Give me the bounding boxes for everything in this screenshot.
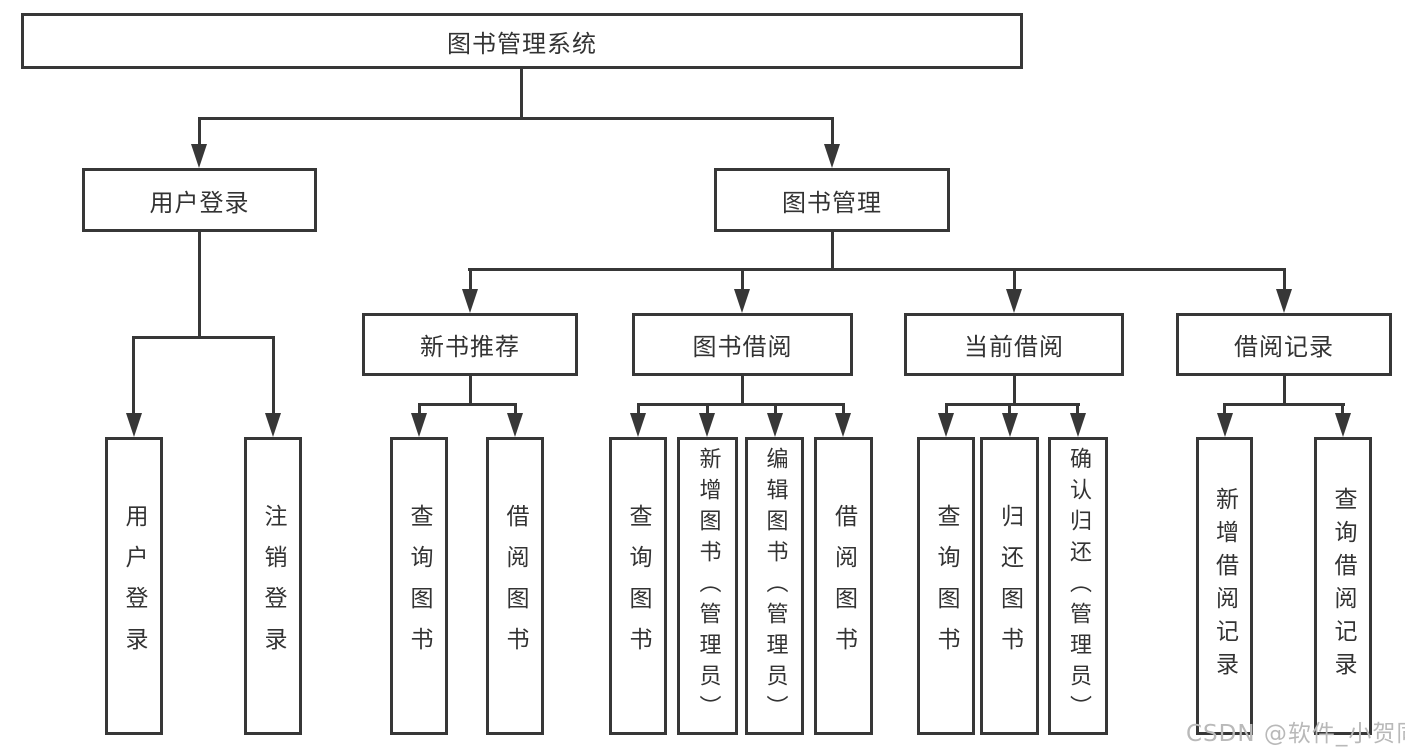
connector-line xyxy=(1283,376,1286,403)
connector-line xyxy=(945,403,1080,406)
connector-line xyxy=(418,403,517,406)
connector-line xyxy=(1013,268,1016,292)
connector-line xyxy=(945,403,948,415)
leaf-logout: 注销登录 xyxy=(244,437,302,735)
connector-line xyxy=(198,117,201,147)
leaf-confirm-return-admin: 确认归还（管理员） xyxy=(1048,437,1108,735)
leaf-edit-book-admin: 编辑图书（管理员） xyxy=(745,437,804,735)
connector-line xyxy=(1223,403,1226,415)
connector-line xyxy=(520,69,523,117)
connector-line xyxy=(1283,268,1286,292)
connector-line xyxy=(469,376,472,403)
leaf-borrow-book-borrowing: 借阅图书 xyxy=(814,437,873,735)
leaf-add-book-admin: 新增图书（管理员） xyxy=(677,437,738,735)
connector-line xyxy=(637,403,640,415)
watermark: CSDN @软件_小贺同学 xyxy=(1186,721,1405,747)
arrowhead-down xyxy=(191,144,207,168)
connector-line xyxy=(774,403,777,415)
arrowhead-down xyxy=(1276,289,1292,313)
arrowhead-down xyxy=(734,289,750,313)
arrowhead-down xyxy=(507,413,523,437)
arrowhead-down xyxy=(1335,413,1351,437)
connector-line xyxy=(272,336,275,416)
leaf-borrow-book-recommend: 借阅图书 xyxy=(486,437,544,735)
leaf-query-book-borrowing: 查询图书 xyxy=(609,437,667,735)
leaf-query-book-current: 查询图书 xyxy=(917,437,975,735)
arrowhead-down xyxy=(824,144,840,168)
connector-line xyxy=(741,268,744,292)
connector-line xyxy=(1076,403,1079,415)
arrowhead-down xyxy=(699,413,715,437)
connector-line xyxy=(469,268,472,292)
connector-line xyxy=(842,403,845,415)
connector-line xyxy=(514,403,517,415)
connector-line xyxy=(1013,376,1016,403)
arrowhead-down xyxy=(938,413,954,437)
leaf-query-borrow-record: 查询借阅记录 xyxy=(1314,437,1372,735)
arrowhead-down xyxy=(1002,413,1018,437)
node-borrowing-records: 借阅记录 xyxy=(1176,313,1392,376)
arrowhead-down xyxy=(126,413,142,437)
leaf-return-book: 归还图书 xyxy=(980,437,1039,735)
connector-line xyxy=(1224,403,1345,406)
node-library-system: 图书管理系统 xyxy=(21,13,1023,69)
arrowhead-down xyxy=(630,413,646,437)
arrowhead-down xyxy=(767,413,783,437)
connector-line xyxy=(706,403,709,415)
arrowhead-down xyxy=(462,289,478,313)
arrowhead-down xyxy=(835,413,851,437)
leaf-user-login: 用户登录 xyxy=(105,437,163,735)
node-book-management: 图书管理 xyxy=(714,168,950,232)
connector-line xyxy=(831,232,834,268)
connector-line xyxy=(198,232,201,336)
connector-line xyxy=(468,268,1286,271)
arrowhead-down xyxy=(265,413,281,437)
connector-line xyxy=(637,403,845,406)
arrowhead-down xyxy=(1006,289,1022,313)
connector-line xyxy=(1008,403,1011,415)
connector-line xyxy=(741,376,744,403)
leaf-add-borrow-record: 新增借阅记录 xyxy=(1196,437,1253,735)
connector-line xyxy=(198,117,834,120)
connector-line xyxy=(831,117,834,147)
node-user-login: 用户登录 xyxy=(82,168,317,232)
connector-line xyxy=(418,403,421,415)
connector-line xyxy=(1341,403,1344,415)
arrowhead-down xyxy=(1217,413,1233,437)
node-current-borrowing: 当前借阅 xyxy=(904,313,1124,376)
arrowhead-down xyxy=(1070,413,1086,437)
connector-line xyxy=(133,336,275,339)
connector-line xyxy=(132,336,135,416)
arrowhead-down xyxy=(411,413,427,437)
leaf-query-book-recommend: 查询图书 xyxy=(390,437,448,735)
node-new-book-recommendation: 新书推荐 xyxy=(362,313,578,376)
node-book-borrowing: 图书借阅 xyxy=(632,313,853,376)
